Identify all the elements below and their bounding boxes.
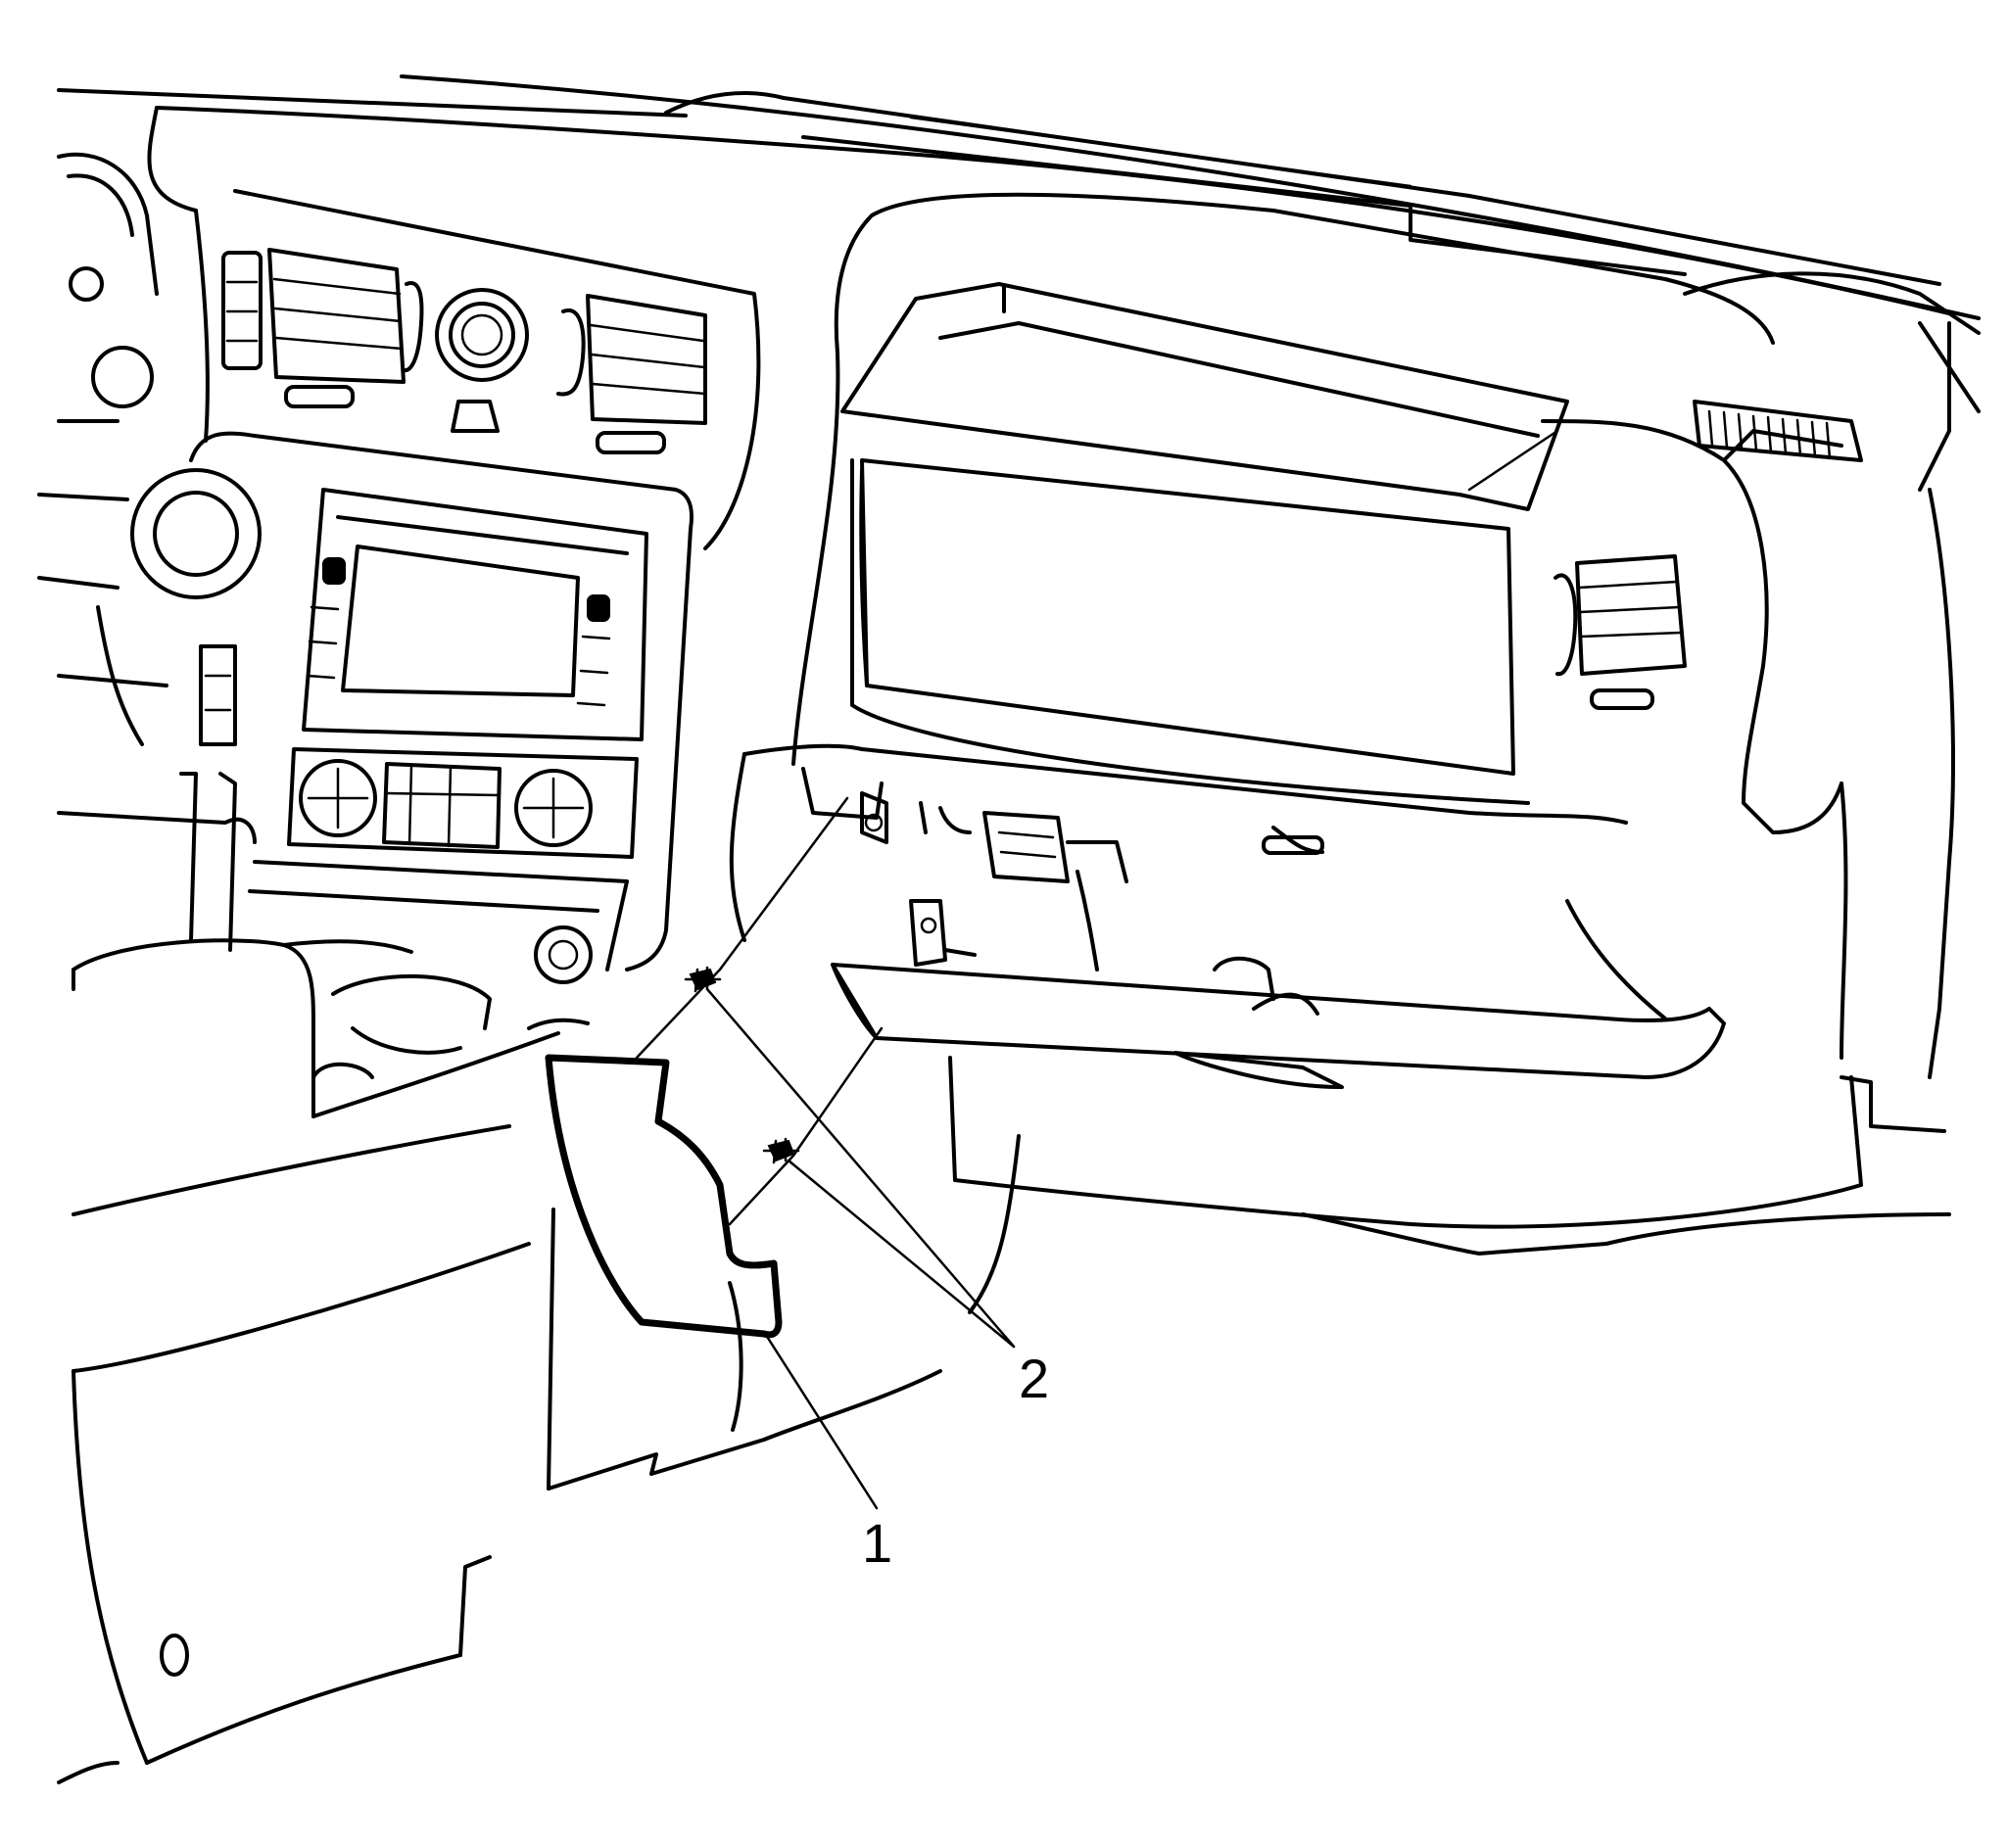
callout-label-1: 1	[862, 1512, 892, 1574]
retainer-lower	[762, 1137, 800, 1164]
glove-box-area	[729, 192, 1955, 1256]
center-console	[72, 938, 590, 1216]
radio-unit	[57, 431, 694, 984]
retainer-upper	[684, 966, 722, 993]
closeout-panel	[545, 1054, 783, 1339]
retainers	[684, 966, 800, 1164]
lower-trim-panel	[57, 1134, 1021, 1784]
instrument-cluster	[37, 152, 168, 687]
center-stack-upper	[194, 189, 761, 550]
callout-label-2: 2	[1019, 1348, 1049, 1409]
dash-top	[57, 74, 1981, 492]
callout-labels: 1 2	[862, 1348, 1049, 1574]
leader-lines	[635, 796, 1016, 1510]
